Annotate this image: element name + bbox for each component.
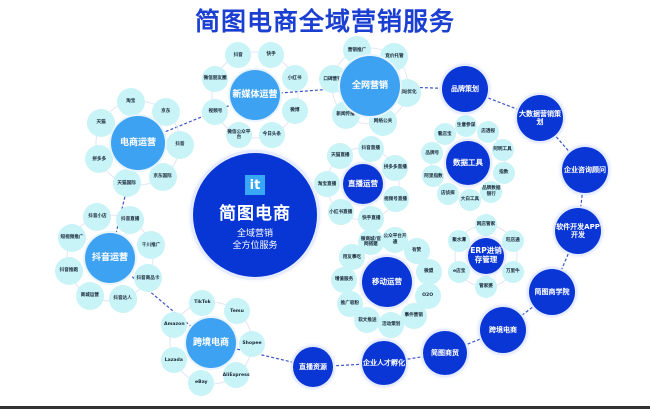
satellite-node: 短视频推广 xyxy=(58,223,87,252)
satellite-node: 抖音直播 xyxy=(116,206,145,235)
satellite-node: 管家婆 xyxy=(475,276,497,298)
satellite-node: 快手 xyxy=(258,42,285,69)
satellite-node: 聚水潭 xyxy=(448,229,471,252)
satellite-node: 抖音直播 xyxy=(357,135,384,162)
satellite-node: 用友事吃 xyxy=(338,244,365,271)
hub-brand-name: 简图电商 xyxy=(219,204,291,224)
satellite-node: 店透视 xyxy=(477,120,500,143)
hub-tagline-1: 全域营销 xyxy=(236,229,273,239)
satellite-node: 增值服务 xyxy=(331,267,358,294)
satellite-node: 公众平台开通 xyxy=(382,226,408,253)
cluster-node: 全网营销 xyxy=(340,56,400,116)
satellite-node: 淘宝直播 xyxy=(314,171,340,198)
satellite-node: 活动策划 xyxy=(378,311,405,338)
cluster-node: 抖音运营 xyxy=(85,233,135,283)
satellite-node: 拼多多 xyxy=(85,145,114,174)
satellite-node: 天猫直播 xyxy=(327,143,354,170)
satellite-node: 旺店通 xyxy=(501,229,524,252)
satellite-node: 微信朋友圈 xyxy=(202,65,229,92)
satellite-node: 微商城/官网搭建 xyxy=(357,229,384,256)
satellite-node: 品牌数据银行 xyxy=(480,180,503,203)
satellite-node: 事件营销 xyxy=(400,302,427,329)
satellite-node: TikTok xyxy=(189,289,216,316)
cluster-node: 电商运营 xyxy=(111,116,165,170)
cluster-ring xyxy=(211,51,299,139)
satellite-node: 小红书 xyxy=(281,65,308,92)
cluster-node: 直播运营 xyxy=(343,164,383,204)
satellite-node: 快手直播 xyxy=(358,206,385,233)
cluster-node: 数据工具 xyxy=(446,141,490,185)
satellite-node: Shopee xyxy=(238,330,265,357)
satellite-node: 阿明工具 xyxy=(491,138,514,161)
satellite-node: 淘宝 xyxy=(116,87,145,116)
service-node: 简图商学院 xyxy=(529,269,575,315)
satellite-node: 拼多多直播 xyxy=(382,155,409,182)
satellite-node: 抖音 xyxy=(165,131,194,160)
satellite-node: 看店宝 xyxy=(433,123,456,146)
satellite-node: 京东国际 xyxy=(148,163,177,192)
satellite-node: 天猫 xyxy=(87,108,116,137)
satellite-node: 抖音 xyxy=(225,42,252,69)
satellite-node: 生意参谋 xyxy=(455,115,478,138)
service-node: 跨境电商 xyxy=(480,307,526,353)
satellite-node: 视频号 xyxy=(202,98,229,125)
satellite-node: 指数 xyxy=(492,161,515,184)
satellite-node: 今日头条 xyxy=(258,121,285,148)
satellite-node: 抖音小店 xyxy=(83,202,112,231)
satellite-node: 抖音达人 xyxy=(108,285,137,314)
service-node: 直播资源 xyxy=(293,347,333,387)
service-node: 大数据营销策划 xyxy=(517,95,563,141)
satellite-node: 小红书直播 xyxy=(327,199,354,226)
satellite-node: 千川推广 xyxy=(137,231,166,260)
service-node: 简图商贸 xyxy=(423,331,467,375)
satellite-node: 抖音推跑 xyxy=(54,256,83,285)
bottom-bar xyxy=(0,406,650,409)
satellite-node: Amazon xyxy=(161,311,188,338)
cluster-node: 新媒体运营 xyxy=(230,70,280,120)
satellite-node: 大白工具 xyxy=(458,188,481,211)
satellite-node: 微盟 xyxy=(415,258,442,285)
cluster-node: 移动运营 xyxy=(362,257,412,307)
satellite-node: 视频号直播 xyxy=(382,186,409,213)
satellite-node: 抖音商品卡 xyxy=(133,264,162,293)
service-node: 企业咨询顾问 xyxy=(562,147,608,193)
hub-brand-circle: it 简图电商 全域营销 全方位服务 xyxy=(193,153,317,277)
satellite-node: 网店管家 xyxy=(475,214,497,236)
service-node: 软件开发APP开发 xyxy=(555,208,601,254)
satellite-node: Lazada xyxy=(160,347,187,374)
satellite-node: 推广吸粉 xyxy=(336,290,363,317)
satellite-node: AliExpress xyxy=(223,362,250,389)
service-node: 企业人才孵化 xyxy=(362,341,406,385)
satellite-node: 微博 xyxy=(281,98,308,125)
satellite-node: Temu xyxy=(224,298,251,325)
satellite-node: 万里牛 xyxy=(501,260,524,283)
satellite-node: 阿里指数 xyxy=(422,165,445,188)
satellite-node: 品牌号 xyxy=(421,142,444,165)
satellite-node: 天猫国际 xyxy=(112,169,141,198)
cluster-node: 跨境电商 xyxy=(186,318,236,368)
satellite-node: 京东 xyxy=(151,97,180,126)
hub-tagline-2: 全方位服务 xyxy=(232,241,278,251)
service-node: 品牌策划 xyxy=(442,66,488,112)
satellite-node: e店宝 xyxy=(448,260,471,283)
page-title: 简图电商全域营销服务 xyxy=(194,7,455,36)
cluster-node: ERP进销存管理 xyxy=(468,238,504,274)
satellite-node: 店侦探 xyxy=(436,183,459,206)
brand-logo-icon: it xyxy=(245,175,265,195)
satellite-node: 微信公众平台 xyxy=(225,121,252,148)
satellite-node: eBay xyxy=(188,369,215,396)
satellite-node: 商城运营 xyxy=(75,281,104,310)
